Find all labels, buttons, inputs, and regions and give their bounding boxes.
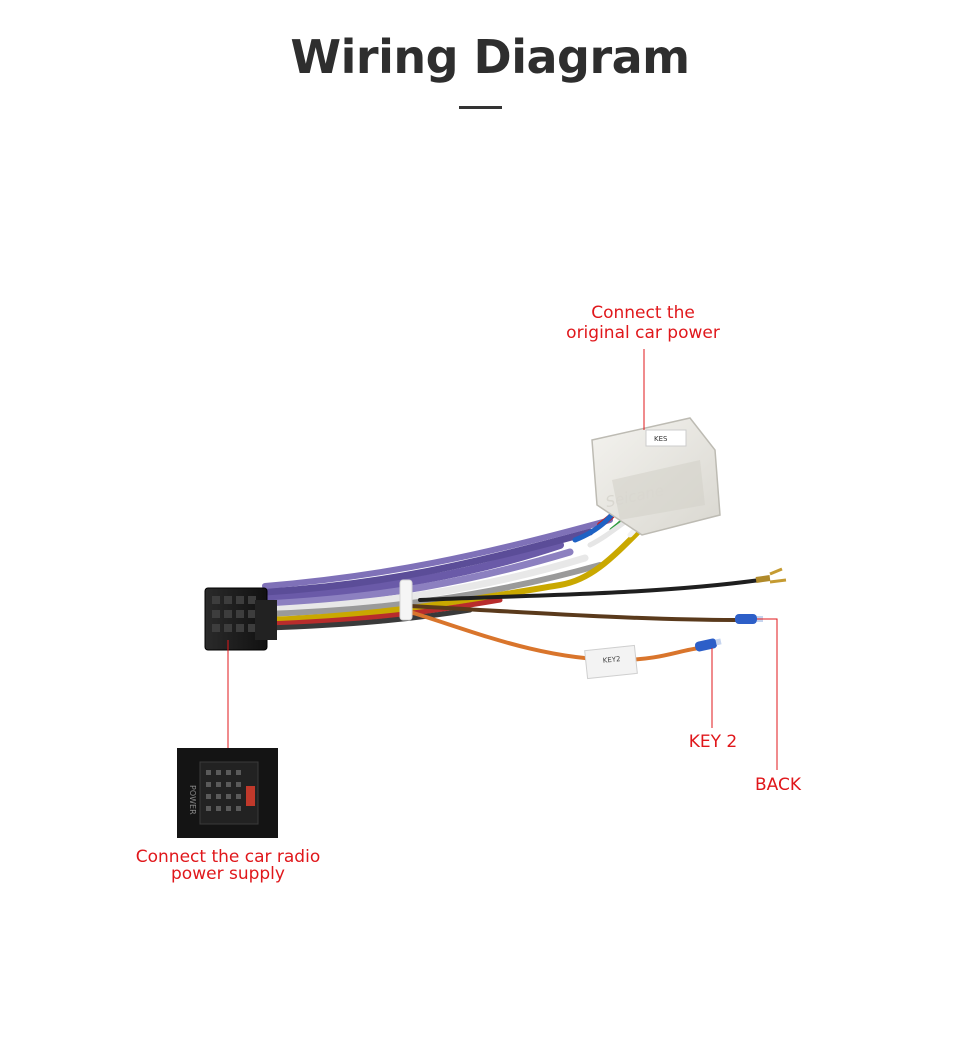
white-car-power-plug: KES Seicane: [591, 417, 721, 536]
black-radio-plug: [204, 587, 277, 651]
cable-tie: [399, 579, 413, 621]
radio-port-label: POWER: [188, 785, 197, 815]
callout-back: BACK: [754, 775, 801, 795]
white-plug-code: KES: [654, 435, 668, 443]
spade-terminal-icon: [755, 567, 787, 584]
bullet-connector-key2: [694, 638, 722, 652]
callout-leader-lines: [227, 349, 778, 770]
radio-power-port-photo: POWER: [177, 748, 278, 838]
key2-label-tag: KEY2: [584, 644, 638, 680]
key-tag-code: KEY2: [602, 655, 620, 665]
callout-radio-power: Connect the car radio power supply: [135, 847, 321, 884]
callout-car-power: Connect the original car power: [566, 303, 720, 343]
title-underline: [459, 106, 502, 109]
callout-key2: KEY 2: [688, 732, 738, 752]
page-title: Wiring Diagram: [290, 30, 690, 84]
